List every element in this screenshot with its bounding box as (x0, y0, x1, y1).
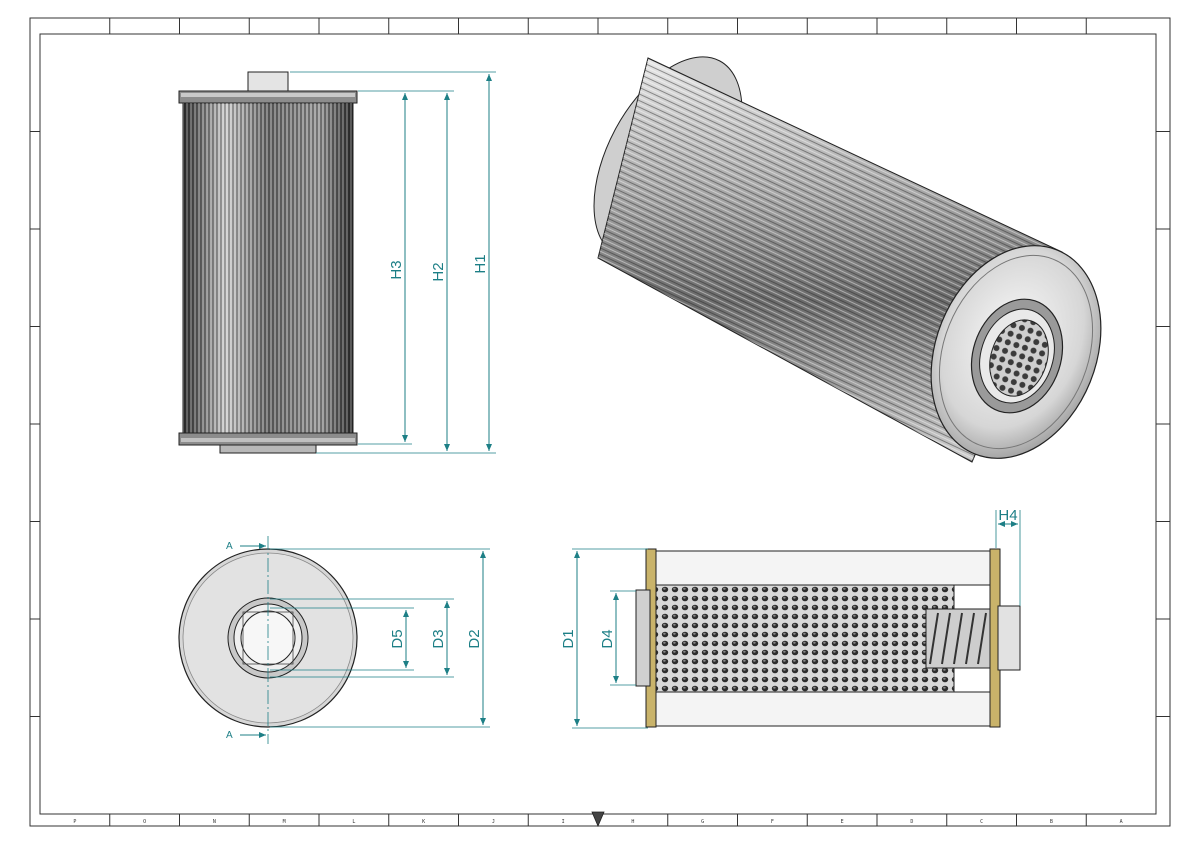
h2-label: H2 (430, 262, 447, 281)
zone-ticks: P O N M L K J I H G F E D C B A (30, 18, 1170, 826)
h2-dimension: H2 (430, 93, 450, 451)
zone-letter: I (562, 819, 565, 825)
front-view (178, 71, 358, 454)
d1-label: D1 (560, 629, 577, 648)
zone-letter: L (352, 819, 355, 825)
h1-label: H1 (472, 254, 489, 273)
d2-dimension: D2 (466, 551, 486, 725)
d3-dimension: D3 (430, 601, 450, 675)
h3-label: H3 (388, 260, 405, 279)
zone-letter: G (701, 819, 704, 825)
d3-label: D3 (430, 629, 447, 648)
d5-dimension: D5 (389, 610, 409, 668)
section-extension-lines (572, 510, 1021, 729)
zone-letter: N (213, 819, 216, 825)
h4-dimension: H4 (998, 507, 1018, 527)
zone-letter: H (631, 819, 634, 825)
zone-letter: A (1120, 819, 1123, 825)
thread-lines (929, 612, 987, 665)
zone-letter: D (910, 819, 913, 825)
d5-label: D5 (389, 629, 406, 648)
section-line-a: A A (226, 536, 269, 744)
zone-letter: B (1050, 819, 1053, 825)
d1-dimension: D1 (560, 551, 580, 726)
zone-letter: P (73, 819, 76, 825)
d2-label: D2 (466, 629, 483, 648)
h3-dimension: H3 (388, 93, 408, 442)
zone-letter: F (771, 819, 774, 825)
zone-letter: C (980, 819, 983, 825)
zone-letter: J (492, 819, 495, 825)
d4-dimension: D4 (599, 593, 619, 683)
h4-label: H4 (998, 507, 1017, 524)
h1-dimension: H1 (472, 74, 492, 451)
zone-letter: O (143, 819, 146, 825)
section-label-top: A (226, 541, 233, 552)
zone-letter: M (283, 819, 286, 825)
zone-letter: K (422, 819, 425, 825)
section-view (635, 548, 1021, 728)
section-label-bottom: A (226, 730, 233, 741)
center-marker-icon (591, 811, 605, 828)
isometric-view (593, 56, 1102, 463)
front-extension-lines (290, 71, 496, 454)
zone-letter: E (841, 819, 844, 825)
d4-label: D4 (599, 629, 616, 648)
end-view-extension-lines (270, 548, 490, 728)
